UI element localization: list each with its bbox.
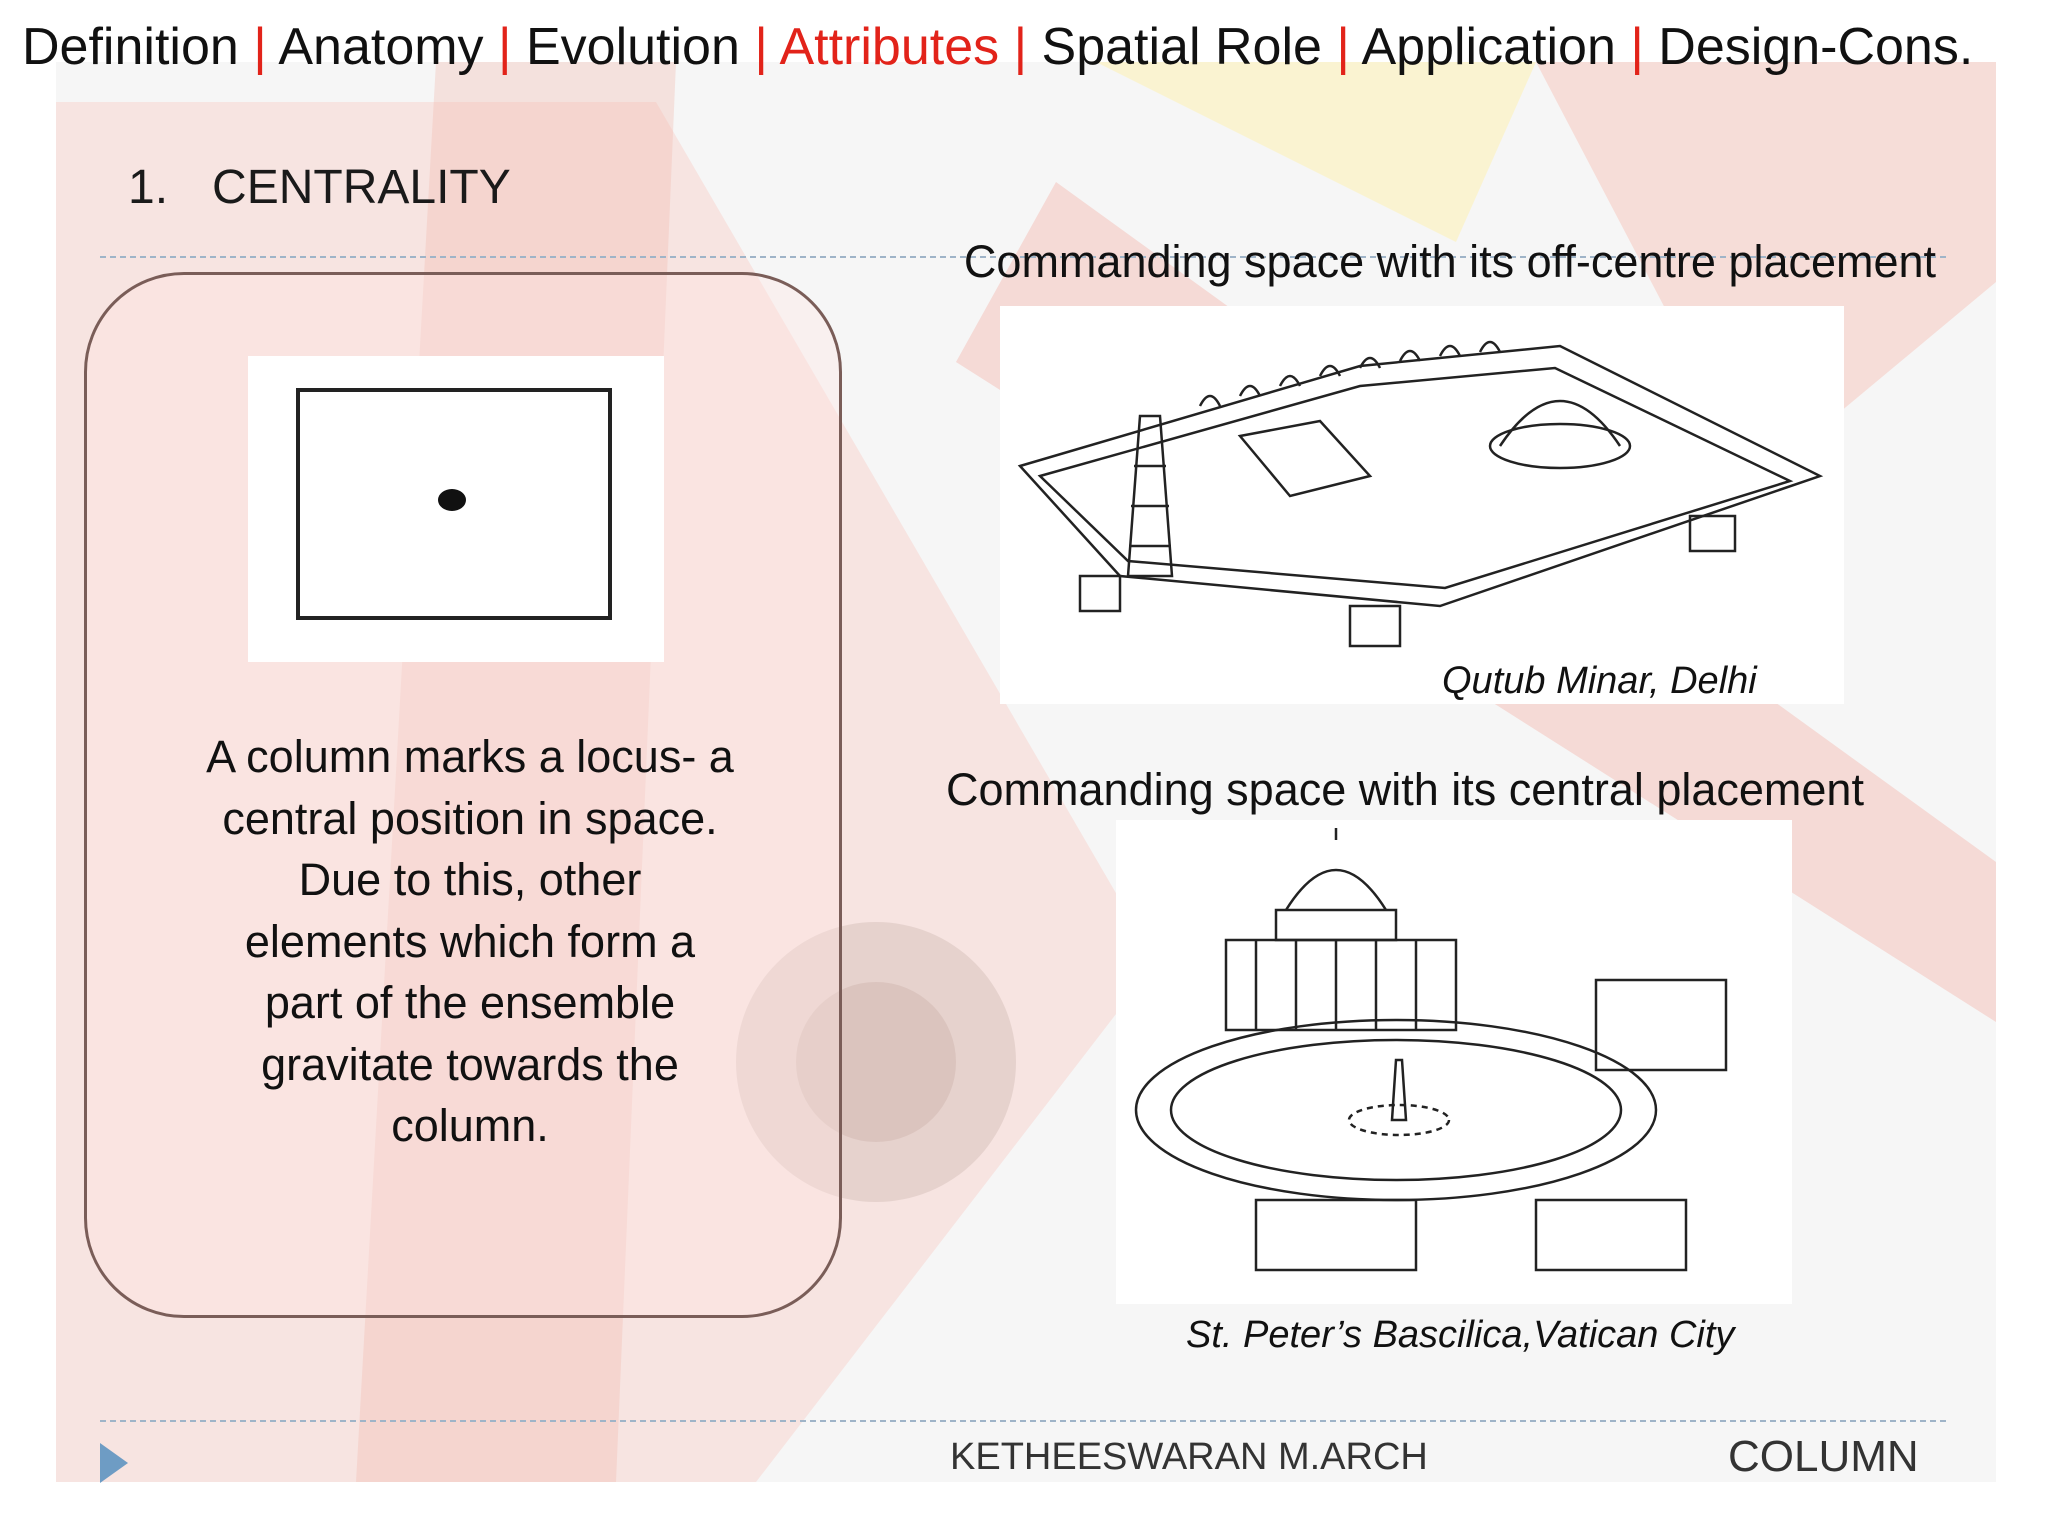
section-heading: 1. CENTRALITY <box>128 160 511 215</box>
centrality-diagram <box>248 356 664 662</box>
nav-separator: | <box>498 18 512 76</box>
nav-item-design-cons[interactable]: Design-Cons. <box>1658 18 1974 76</box>
nav-separator: | <box>1013 18 1028 76</box>
nav-item-application[interactable]: Application <box>1361 18 1616 76</box>
definition-line: Due to this, other <box>298 854 642 905</box>
nav-separator: | <box>253 18 267 76</box>
footer-author: KETHEESWARAN M.ARCH <box>950 1436 1428 1478</box>
st-peters-caption: Commanding space with its central placem… <box>946 764 1864 815</box>
definition-line: central position in space. <box>222 792 718 844</box>
qutub-caption: Commanding space with its off-centre pla… <box>963 236 1937 287</box>
heading-title: CENTRALITY <box>212 161 511 214</box>
definition-line: A column marks a locus- a <box>206 731 734 782</box>
definition-line: column. <box>391 1100 549 1151</box>
st-peters-image <box>1116 820 1792 1304</box>
next-slide-arrow-icon[interactable] <box>100 1443 128 1483</box>
nav-item-spatial-role[interactable]: Spatial Role <box>1041 18 1322 76</box>
top-divider <box>100 256 1946 258</box>
st-peters-label: St. Peter’s Bascilica,Vatican City <box>1186 1314 1735 1356</box>
definition-line: part of the ensemble <box>264 977 676 1028</box>
bottom-divider <box>100 1420 1946 1422</box>
definition-text: A column marks a locus- a central positi… <box>150 726 790 1157</box>
nav-separator: | <box>1336 18 1350 76</box>
nav-item-attributes[interactable]: Attributes <box>779 18 1000 76</box>
nav-item-evolution[interactable]: Evolution <box>525 18 740 76</box>
definition-line: gravitate towards the <box>261 1038 679 1090</box>
nav-separator: | <box>754 18 768 76</box>
slide-background <box>56 62 1996 1482</box>
nav-item-definition[interactable]: Definition <box>22 18 239 76</box>
qutub-label: Qutub Minar, Delhi <box>1442 660 1757 702</box>
nav-separator: | <box>1630 18 1644 76</box>
footer-topic: COLUMN <box>1728 1432 1919 1481</box>
nav-item-anatomy[interactable]: Anatomy <box>278 18 484 76</box>
heading-number: 1. <box>128 161 169 214</box>
qutub-minar-image: Qutub Minar, Delhi <box>1000 306 1844 704</box>
top-navigation: Definition | Anatomy | Evolution | Attri… <box>22 12 1973 82</box>
definition-line: elements which form a <box>244 915 696 967</box>
